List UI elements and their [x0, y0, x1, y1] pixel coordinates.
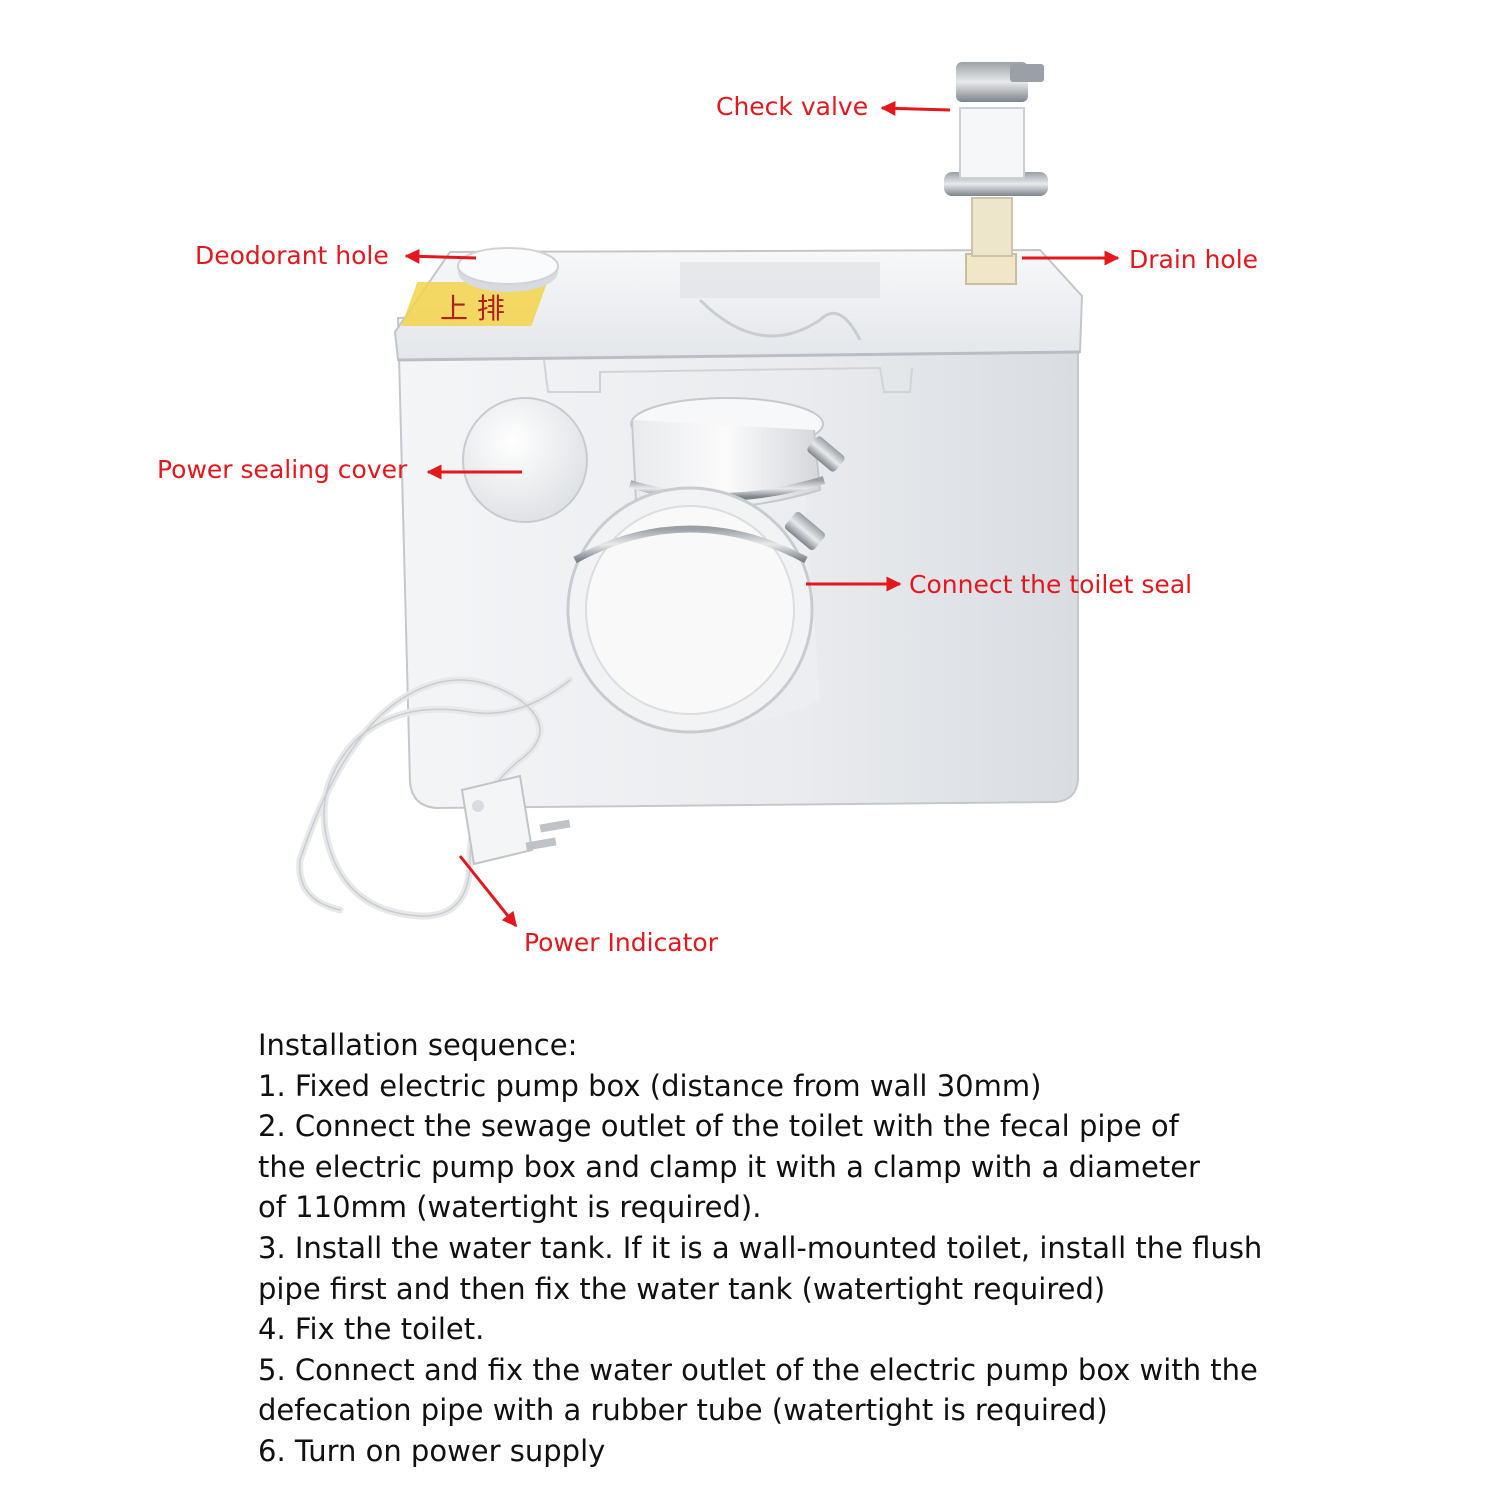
- check-valve-assembly: [944, 62, 1048, 285]
- callout-check-valve: Check valve: [716, 92, 869, 121]
- callout-drain-hole: Drain hole: [1129, 245, 1259, 274]
- callout-power-indicator: Power Indicator: [524, 928, 719, 957]
- power-indicator-led: [472, 800, 484, 812]
- plug-pin: [525, 837, 557, 851]
- product-sticker: [401, 282, 548, 326]
- instruction-line: pipe first and then fix the water tank (…: [258, 1271, 1106, 1306]
- instructions-heading: Installation sequence:: [258, 1028, 578, 1062]
- clamp-screw: [785, 511, 825, 551]
- instruction-line: of 110mm (watertight is required).: [258, 1190, 762, 1225]
- arrow-power-indicator: [458, 855, 518, 928]
- instruction-line: 6. Turn on power supply: [258, 1433, 606, 1468]
- power-plug: [460, 774, 571, 866]
- arrow-deodorant-hole: [404, 248, 477, 264]
- power-sealing-cover: [462, 397, 588, 523]
- instruction-line: 2. Connect the sewage outlet of the toil…: [258, 1109, 1179, 1144]
- pump-diagram: 上 排: [296, 62, 1120, 928]
- instruction-line: the electric pump box and clamp it with …: [258, 1149, 1200, 1184]
- instruction-line: 5. Connect and fix the water outlet of t…: [258, 1352, 1258, 1387]
- instruction-line: 3. Install the water tank. If it is a wa…: [258, 1230, 1263, 1265]
- power-cord: [296, 676, 574, 920]
- callout-deodorant-hole: Deodorant hole: [195, 241, 389, 270]
- sticker-text: 上 排: [440, 292, 505, 325]
- arrow-check-valve: [880, 100, 951, 116]
- callout-arrows: [404, 100, 1120, 928]
- clamp-screw: [807, 436, 845, 472]
- installation-instructions: Installation sequence: 1. Fixed electric…: [258, 1025, 1378, 1472]
- callout-power-sealing-cover: Power sealing cover: [157, 455, 408, 484]
- deodorant-hole-cap: [457, 247, 559, 292]
- instruction-line: 1. Fixed electric pump box (distance fro…: [258, 1068, 1042, 1103]
- instruction-line: 4. Fix the toilet.: [258, 1312, 485, 1347]
- callout-connect-toilet-seal: Connect the toilet seal: [909, 570, 1193, 599]
- instruction-line: defecation pipe with a rubber tube (wate…: [258, 1393, 1108, 1428]
- toilet-inlet-pipe: [566, 397, 845, 734]
- plug-pin: [539, 819, 571, 833]
